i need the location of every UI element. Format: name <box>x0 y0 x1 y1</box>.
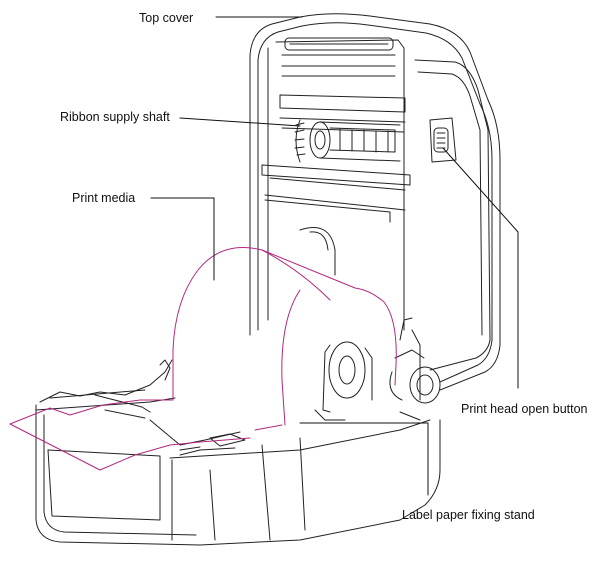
label-ribbon-supply-shaft: Ribbon supply shaft <box>60 110 170 124</box>
leader-lines <box>150 16 519 496</box>
leader-fixing-stand <box>299 422 429 496</box>
label-label-paper-fixing-stand: Label paper fixing stand <box>402 508 535 522</box>
printer-base-shape <box>35 317 441 546</box>
print-media-shape <box>9 247 397 471</box>
label-top-cover: Top cover <box>139 11 194 25</box>
top-cover-shape <box>249 13 501 391</box>
leader-print-media <box>150 197 215 281</box>
leader-ribbon-shaft <box>179 117 301 127</box>
leader-print-head-button <box>442 147 519 389</box>
label-print-media: Print media <box>72 191 136 205</box>
label-print-head-open-button: Print head open button <box>461 402 588 416</box>
